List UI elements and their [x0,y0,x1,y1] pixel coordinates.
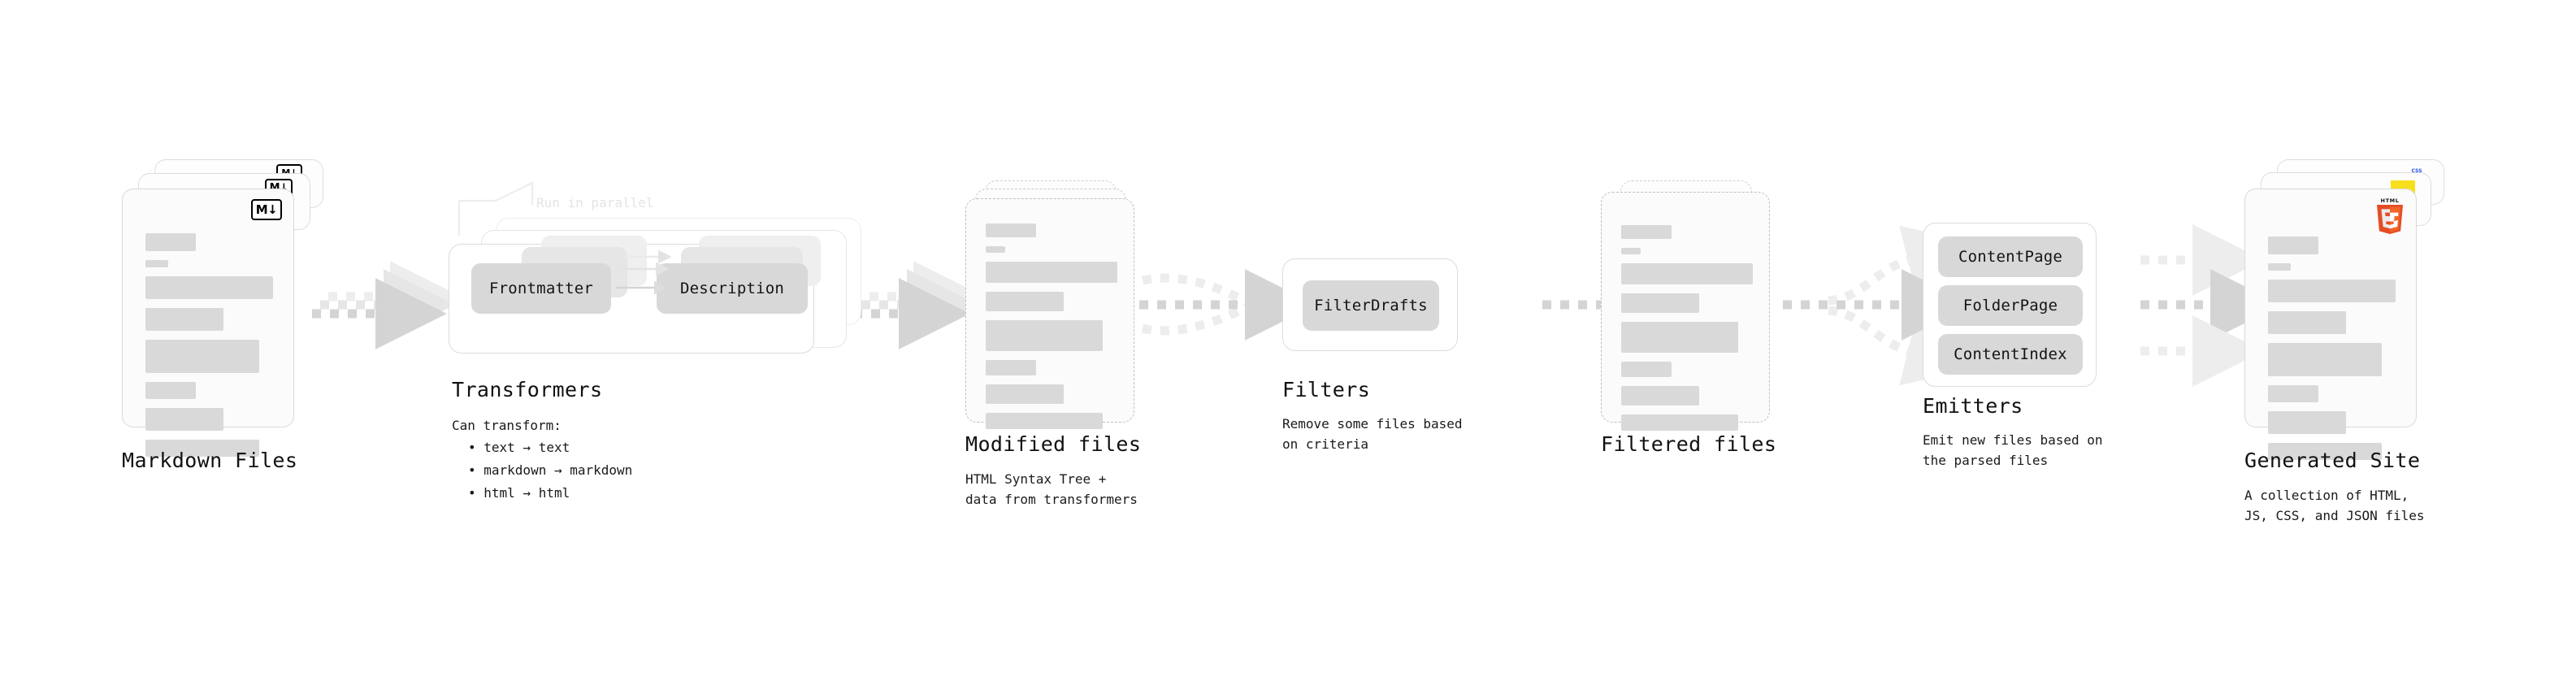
connector-emitters-to-site [2140,224,2282,387]
filters-subtitle: Remove some files based on criteria [1282,416,1463,452]
emitter-pill-contentindex[interactable]: ContentIndex [1938,334,2083,375]
markdown-card-front: M↓ [122,189,294,457]
transformers-title: Transformers [452,378,603,401]
modified-card-front [965,198,1134,429]
filtered-files-title: Filtered files [1601,432,1777,456]
filtered-files-stack [1601,180,1788,431]
filtered-card-front [1601,192,1770,431]
filtered-content-lines [1621,225,1753,440]
filters-title: Filters [1282,378,1371,401]
filter-pill-filterdrafts[interactable]: FilterDrafts [1303,280,1439,331]
modified-content-lines [986,223,1117,438]
markdown-files-title: Markdown Files [122,449,298,472]
markdown-icon: M↓ [251,199,282,220]
transformers-bullet-1: • markdown → markdown [468,462,633,478]
emitter-pill-contentpage[interactable]: ContentPage [1938,236,2083,277]
markdown-content-lines [145,233,275,466]
transformer-pill-description[interactable]: Description [657,263,808,314]
generated-site-stack: CSS HTML [2244,159,2456,460]
site-card-front: HTML [2244,189,2417,460]
emitter-pill-folderpage[interactable]: FolderPage [1938,285,2083,326]
modified-files-subtitle: HTML Syntax Tree + data from transformer… [965,471,1138,507]
connector-filtered-to-emitters [1783,225,1978,386]
connector-modified-to-filters [1139,269,1316,340]
markdown-files-stack: M↓ M↓ M↓ [122,159,333,457]
site-content-lines [2268,236,2398,469]
run-in-parallel-label: Run in parallel [536,195,654,210]
transformers-bullets-intro: Can transform: [452,418,562,433]
transformers-bullet-0: • text → text [468,440,570,455]
emitters-subtitle: Emit new files based on the parsed files [1923,432,2103,468]
transformers-bullet-2: • html → html [468,485,570,501]
modified-files-stack [965,180,1152,429]
transformer-inner-arrows [616,249,672,295]
emitters-title: Emitters [1923,394,2023,418]
html5-icon: HTML [2377,197,2403,234]
transformer-pill-frontmatter[interactable]: Frontmatter [471,263,611,314]
svg-text:HTML: HTML [2381,197,2400,204]
generated-site-subtitle: A collection of HTML, JS, CSS, and JSON … [2244,488,2425,523]
generated-site-title: Generated Site [2244,449,2421,472]
modified-files-title: Modified files [965,432,1142,456]
transformers-group: Frontmatter Description [439,218,861,361]
filters-box: FilterDrafts [1282,258,1458,351]
emitters-box: ContentPage FolderPage ContentIndex [1923,223,2097,387]
